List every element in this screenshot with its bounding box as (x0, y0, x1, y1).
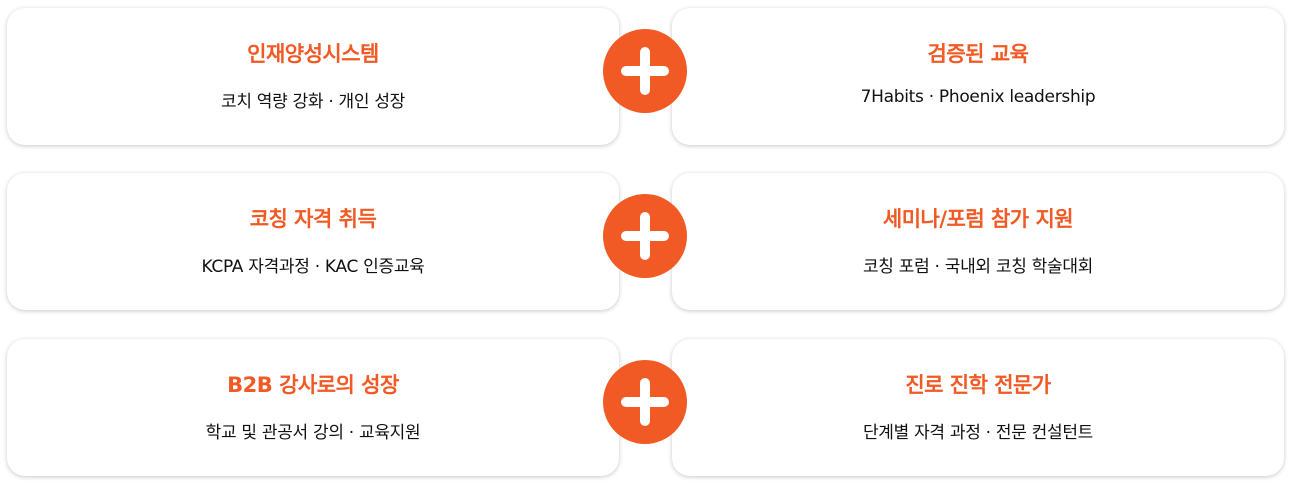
plus-icon (603, 360, 687, 444)
card-title: 코칭 자격 취득 (249, 207, 377, 231)
plus-icon (603, 194, 687, 278)
card-coaching-certification: 코칭 자격 취득 KCPA 자격과정 · KAC 인증교육 (7, 173, 619, 310)
card-subtitle: 코칭 포럼 · 국내외 코칭 학술대회 (862, 257, 1094, 277)
card-b2b-instructor: B2B 강사로의 성장 학교 및 관공서 강의 · 교육지원 (7, 339, 619, 476)
card-title: B2B 강사로의 성장 (227, 373, 399, 397)
card-title: 진로 진학 전문가 (905, 373, 1051, 397)
card-subtitle: 코치 역량 강화 · 개인 성장 (220, 92, 406, 112)
card-talent-system: 인재양성시스템 코치 역량 강화 · 개인 성장 (7, 8, 619, 145)
card-career-expert: 진로 진학 전문가 단계별 자격 과정 · 전문 컨설턴트 (672, 339, 1284, 476)
card-title: 인재양성시스템 (247, 42, 379, 66)
card-subtitle: 학교 및 관공서 강의 · 교육지원 (205, 423, 421, 443)
plus-icon (603, 29, 687, 113)
card-title: 세미나/포럼 참가 지원 (882, 207, 1074, 231)
card-title: 검증된 교육 (927, 42, 1029, 66)
card-verified-education: 검증된 교육 7Habits · Phoenix leadership (672, 8, 1284, 145)
card-subtitle: 7Habits · Phoenix leadership (860, 87, 1096, 107)
card-seminar-forum: 세미나/포럼 참가 지원 코칭 포럼 · 국내외 코칭 학술대회 (672, 173, 1284, 310)
card-subtitle: KCPA 자격과정 · KAC 인증교육 (201, 257, 425, 277)
card-subtitle: 단계별 자격 과정 · 전문 컨설턴트 (862, 423, 1094, 443)
